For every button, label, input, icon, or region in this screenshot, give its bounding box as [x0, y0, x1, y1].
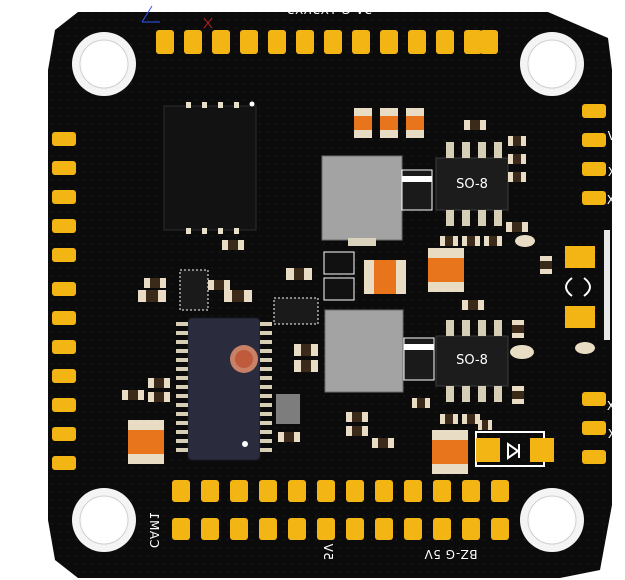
so8-label-top: SO-8	[456, 177, 488, 192]
label-top-edge: 5V G TX5RX5	[286, 3, 372, 17]
label-bottom-bz: BZ-G 5V	[424, 547, 478, 561]
inductor-bottom	[324, 309, 404, 393]
passive-components	[122, 120, 552, 448]
diode-icon	[475, 431, 554, 467]
label-left-g2: G	[12, 299, 22, 313]
label-left-scl: SCL	[15, 155, 40, 169]
label-left-sda: SDA	[13, 137, 40, 151]
so8-chip-bottom	[435, 320, 509, 402]
origin-mark	[141, 5, 160, 23]
bottom-pad-rows	[172, 480, 509, 540]
label-left-5v1: 5V	[11, 220, 28, 234]
label-right-tx: TX	[607, 165, 624, 179]
origin-mark-red	[203, 17, 213, 29]
capacitor-cream	[510, 345, 534, 359]
label-right-5v: 5V	[607, 129, 624, 143]
sot-chip	[323, 251, 355, 275]
flash-chip	[163, 101, 257, 234]
label-left-cam2: CAM2	[7, 389, 44, 403]
mounting-hole-icon	[72, 32, 136, 96]
left-pad-column	[52, 132, 76, 470]
label-bottom-5v: 5V	[321, 543, 335, 560]
label-left-tx3: TX3	[15, 189, 40, 203]
right-pad-column	[582, 104, 606, 464]
diode-icon	[403, 337, 435, 381]
label-left-tx4: TX4	[15, 283, 40, 297]
label-right-rx: RX	[606, 193, 624, 207]
label-right-g: G	[614, 147, 624, 161]
sot-chip	[179, 269, 209, 311]
label-left-5v2: 5V	[11, 315, 28, 329]
mounting-hole-icon	[520, 32, 584, 96]
sot-chip	[323, 277, 355, 301]
label-bottom-cam1: CAM1	[147, 511, 161, 548]
top-pad-row	[156, 30, 498, 54]
label-right-rx2: RX	[606, 399, 624, 413]
label-right-tx2: TX	[607, 427, 624, 441]
inductor-top	[321, 155, 403, 246]
so8-label-bottom: SO-8	[456, 353, 488, 368]
label-left-rx3: RX3	[14, 173, 40, 187]
sot-chip	[273, 297, 319, 325]
small-sensor-chip	[276, 394, 300, 424]
mcu-chip	[176, 317, 272, 461]
so8-chip-top	[435, 142, 509, 226]
label-right-g2: G	[614, 381, 624, 395]
label-left-g1: G	[12, 204, 22, 218]
label-left-rx4: RX4	[14, 265, 40, 279]
diode-icon	[401, 169, 433, 211]
capacitor-group	[128, 108, 468, 474]
mounting-hole-icon	[520, 488, 584, 552]
mounting-hole-icon	[72, 488, 136, 552]
usb-connector-icon	[515, 230, 610, 354]
